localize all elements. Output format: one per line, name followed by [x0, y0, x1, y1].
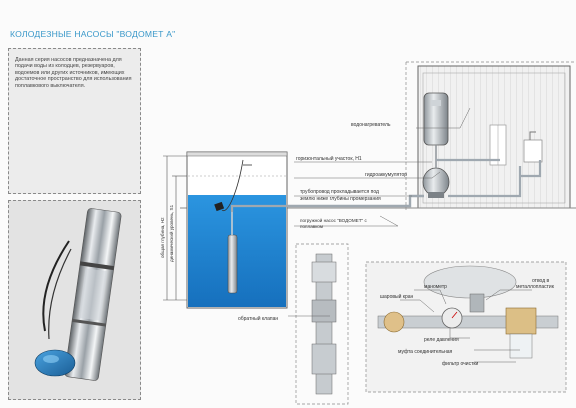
fittings-detail — [365, 261, 567, 393]
label-manometer: манометр — [424, 284, 447, 290]
total-depth-label: общая глубина, Н2 — [160, 217, 165, 258]
label-pipeline-line2: землю ниже глубины промерзания — [300, 196, 381, 202]
label-horizontal-section: горизонтальный участок, Н1 — [296, 155, 362, 162]
check-valve-detail — [295, 243, 349, 405]
depth-dimensions — [163, 155, 187, 301]
label-elbow-line1: отвод в — [532, 278, 550, 284]
label-pipeline-line1: трубопровод прокладывается под — [300, 189, 379, 195]
submersible-pump — [214, 159, 286, 294]
label-filter: фильтр очистки — [442, 361, 479, 367]
main-pipeline — [286, 194, 424, 208]
label-ball-valve: шаровый кран — [380, 293, 414, 300]
house-pipes — [436, 158, 542, 198]
label-pressure-relay: реле давления — [424, 337, 459, 343]
label-coupling: муфта соединительная — [398, 349, 453, 355]
label-pump-line2: поплавком — [300, 224, 323, 229]
description-box: Данная серия насосов предназначена для п… — [8, 48, 141, 194]
water-heater — [423, 92, 449, 160]
dynamic-level-label: динамический уровень, S1 — [168, 204, 174, 262]
pump-illustration — [9, 201, 140, 399]
label-pump-line1: погружной насос "ВОДОМЕТ" с — [300, 217, 367, 223]
label-elbow-line2: металлопластик — [516, 284, 555, 290]
label-check-valve: обратный клапан — [238, 315, 278, 322]
callout-lines — [288, 107, 532, 363]
description-text: Данная серия насосов предназначена для п… — [15, 57, 132, 89]
hydroaccumulator — [422, 160, 450, 198]
page-title: КОЛОДЕЗНЫЕ НАСОСЫ "ВОДОМЕТ А" — [10, 29, 176, 39]
pump-photo — [8, 200, 141, 400]
label-hydroaccumulator: гидроаккумулятор — [365, 172, 407, 178]
label-water-heater: водонагреватель — [351, 122, 391, 128]
